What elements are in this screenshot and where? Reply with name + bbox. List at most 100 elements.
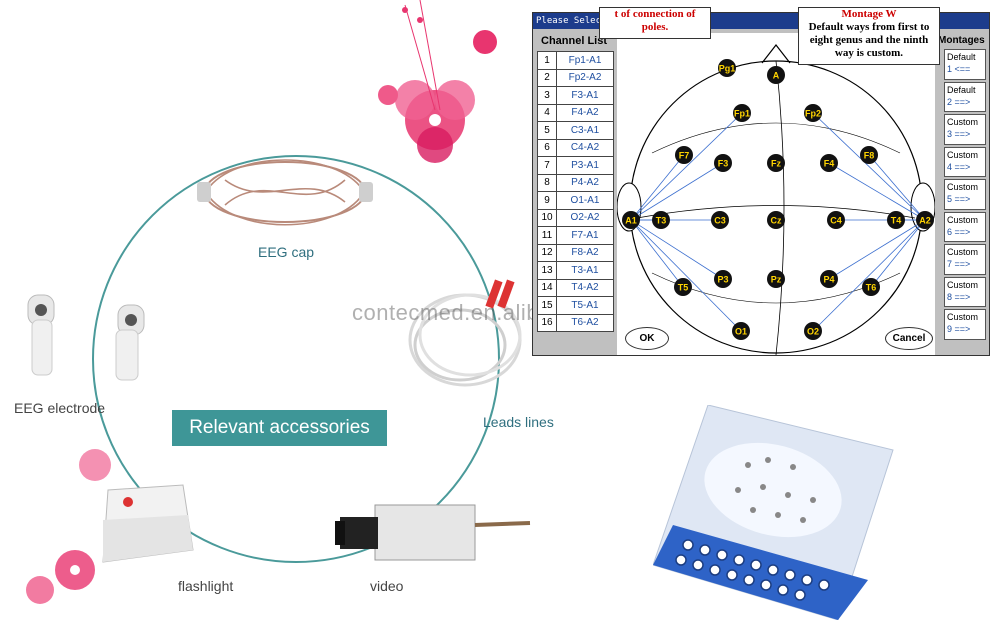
channel-name[interactable]: O2-A2	[556, 208, 614, 227]
montage-index: 1 <==	[947, 64, 971, 74]
electrode-c3[interactable]: C3	[711, 211, 729, 229]
electrode-p3[interactable]: P3	[714, 270, 732, 288]
electrode-f4[interactable]: F4	[820, 154, 838, 172]
montage-callout-text: Default ways from first to eight genus a…	[808, 21, 930, 59]
ok-button[interactable]: OK	[625, 327, 669, 350]
channel-name[interactable]: T3-A1	[556, 261, 614, 280]
channel-number: 1	[537, 51, 557, 70]
montage-index: 4 ==>	[947, 161, 971, 172]
montage-index: 9 ==>	[947, 324, 971, 334]
connection-line	[630, 219, 684, 288]
electrode-f3[interactable]: F3	[714, 154, 732, 172]
electrode-fp1[interactable]: Fp1	[733, 104, 751, 122]
channel-name[interactable]: F4-A2	[556, 103, 614, 122]
flower-decoration-bottom	[26, 449, 111, 604]
channel-name[interactable]: T5-A1	[556, 296, 614, 315]
connection-line	[630, 219, 742, 332]
electrode-a2[interactable]: A2	[916, 211, 934, 229]
electrode-t4[interactable]: T4	[887, 211, 905, 229]
electrode-fp2[interactable]: Fp2	[804, 104, 822, 122]
electrode-pg1[interactable]: Pg1	[718, 59, 736, 77]
channel-name[interactable]: P4-A2	[556, 173, 614, 192]
connection-line	[812, 219, 926, 332]
electrode-label: T6	[866, 283, 877, 293]
montage-index: 2 ==>	[947, 96, 971, 107]
electrode-a[interactable]: A	[767, 66, 785, 84]
montage-name: Custom	[947, 182, 979, 192]
electrode-fz[interactable]: Fz	[767, 154, 785, 172]
channel-name[interactable]: F7-A1	[556, 226, 614, 245]
electrode-label: F3	[718, 159, 729, 169]
cancel-button[interactable]: Cancel	[885, 327, 933, 350]
flashlight-label: flashlight	[178, 578, 234, 594]
montage-index: 7 ==>	[947, 259, 971, 269]
electrode-t6[interactable]: T6	[862, 278, 880, 296]
electrode-t3[interactable]: T3	[652, 211, 670, 229]
channel-name[interactable]: C3-A1	[556, 121, 614, 140]
montage-callout: Montage W Default ways from first to eig…	[798, 7, 940, 65]
channel-name[interactable]: F3-A1	[556, 86, 614, 105]
connection-line	[812, 112, 926, 221]
electrode-p4[interactable]: P4	[820, 270, 838, 288]
channel-number: 5	[537, 121, 557, 140]
electrode-c4[interactable]: C4	[827, 211, 845, 229]
channel-name[interactable]: C4-A2	[556, 138, 614, 157]
montage-option[interactable]: Custom 9 ==>	[944, 309, 986, 340]
flower-decoration-top	[378, 0, 497, 163]
montage-name: Custom	[947, 149, 979, 160]
channel-number: 16	[537, 313, 557, 332]
electrode-label: T5	[678, 283, 689, 293]
channel-name[interactable]: Fp1-A1	[556, 51, 614, 70]
connection-line	[630, 112, 743, 221]
electrode-o1[interactable]: O1	[732, 322, 750, 340]
channel-name[interactable]: Fp2-A2	[556, 68, 614, 87]
electrode-pz[interactable]: Pz	[767, 270, 785, 288]
electrode-a1[interactable]: A1	[622, 211, 640, 229]
electrode-f8[interactable]: F8	[860, 146, 878, 164]
connection-line	[870, 219, 926, 288]
electrode-label: P3	[717, 275, 728, 285]
electrode-o2[interactable]: O2	[804, 322, 822, 340]
leads-lines-label: Leads lines	[483, 414, 554, 430]
electrode-label: Fz	[771, 159, 781, 169]
channel-name[interactable]: O1-A1	[556, 191, 614, 210]
channel-name[interactable]: T4-A2	[556, 278, 614, 297]
electrode-t5[interactable]: T5	[674, 278, 692, 296]
channel-name[interactable]: P3-A1	[556, 156, 614, 175]
channel-name[interactable]: T6-A2	[556, 313, 614, 332]
electrode-cz[interactable]: Cz	[767, 211, 785, 229]
eeg-amplifier-device	[653, 405, 894, 620]
channel-name[interactable]: F8-A2	[556, 243, 614, 262]
montage-name: Custom	[947, 312, 979, 322]
video-label: video	[370, 578, 404, 594]
connection-line	[630, 162, 724, 221]
electrode-f7[interactable]: F7	[675, 146, 693, 164]
relevant-accessories-banner: Relevant accessories	[172, 410, 387, 446]
